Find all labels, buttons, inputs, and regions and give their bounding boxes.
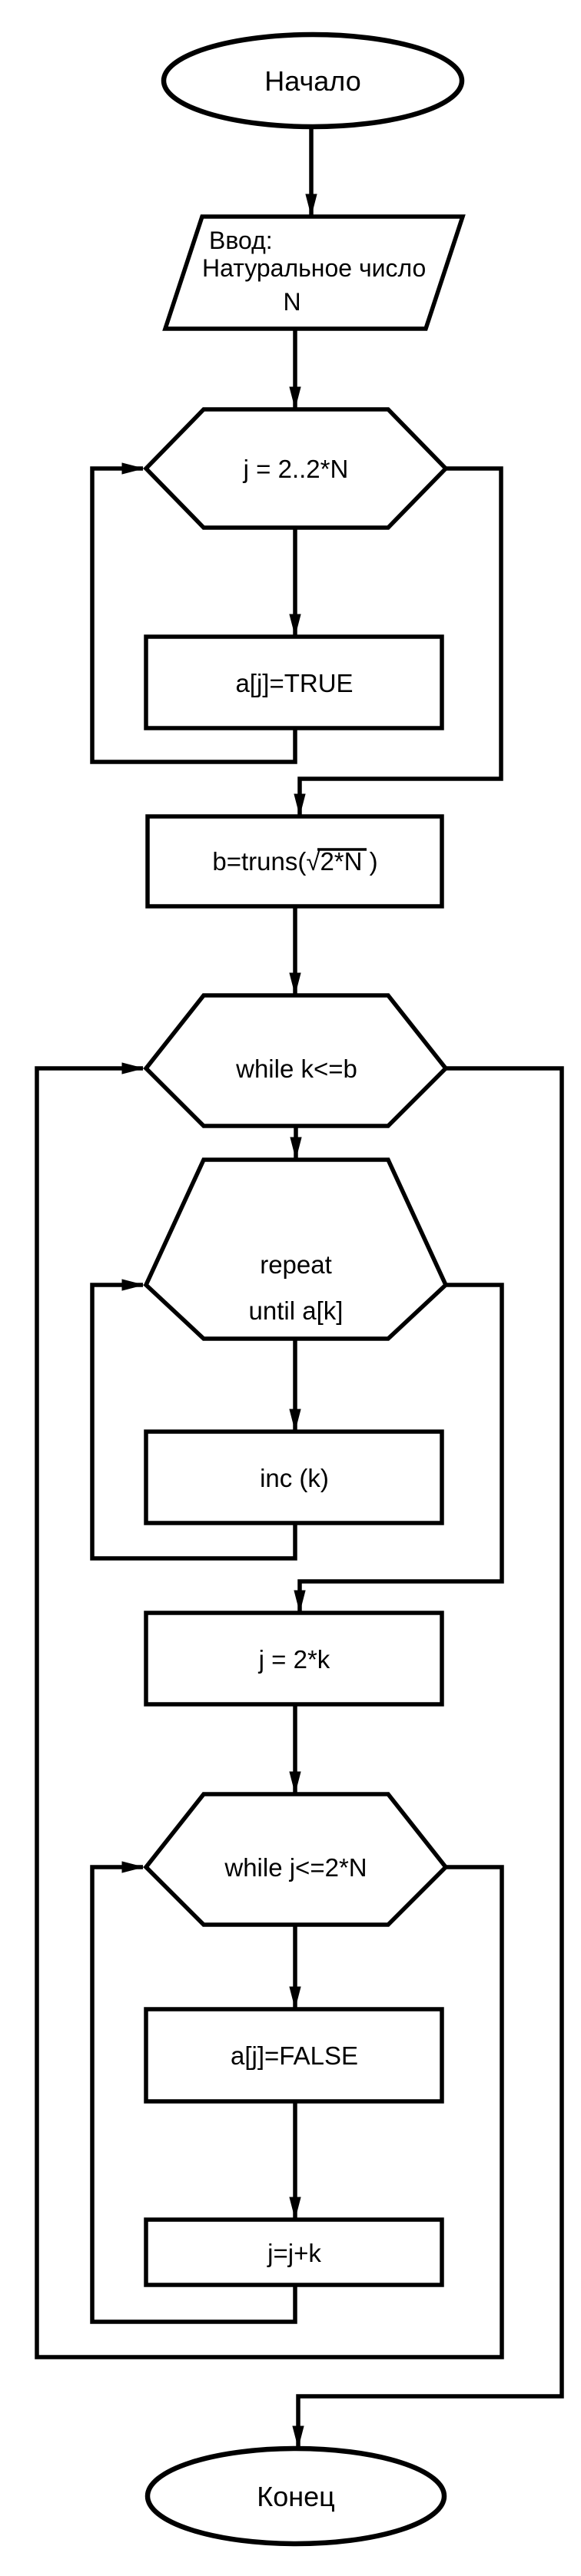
connector-while-k-to-repeat — [290, 1126, 302, 1160]
node-set-false: a[j]=FALSE — [144, 2007, 444, 2104]
connector-j-2k-to-while-j — [289, 1704, 301, 1794]
end-label: Конец — [257, 2481, 335, 2512]
connector-for-j-exit-to-calc-b — [294, 466, 503, 816]
input-n-label: Натуральное число — [202, 254, 426, 282]
input-n-io-parallelogram-shape — [162, 214, 466, 331]
node-while-k: while k<=b — [143, 993, 449, 1128]
connector-set-false-to-j-plus-k — [289, 2101, 301, 2220]
arrowhead-icon — [289, 1986, 301, 2009]
connector-calc-b-to-while-k — [289, 906, 301, 995]
for-j-loop-hexagon-shape — [143, 407, 449, 530]
connector-input-to-for-j — [289, 329, 301, 409]
arrowhead-icon — [289, 614, 301, 637]
calc-b-process-shape — [145, 814, 444, 909]
start-label: Начало — [264, 65, 360, 97]
connector-for-j-to-set-true — [289, 528, 301, 637]
while-j-loop-hexagon-shape — [143, 1792, 449, 1927]
start-terminator-shape — [161, 31, 465, 130]
set-false-process-shape — [144, 2007, 444, 2104]
connector-repeat-exit-to-j-2k — [294, 1283, 504, 1613]
node-calc-b: b=truns(√2*N ) — [145, 814, 444, 909]
end-terminator-shape — [144, 2445, 447, 2547]
arrowhead-icon — [289, 1409, 301, 1432]
node-start: Начало — [161, 31, 465, 130]
node-while-j: while j<=2*N — [143, 1792, 449, 1927]
node-j-2k: j = 2*k — [144, 1611, 444, 1707]
input-n-label: Ввод: — [209, 227, 273, 254]
arrowhead-icon — [289, 2197, 301, 2220]
calc-b-label: b=truns(√2*N ) — [212, 847, 377, 876]
connector-line — [90, 1283, 297, 1561]
arrowhead-icon — [294, 793, 306, 816]
arrowhead-icon — [305, 194, 317, 217]
arrowhead-icon — [121, 462, 144, 475]
node-j-plus-k: j=j+k — [144, 2217, 444, 2287]
while-k-loop-hexagon-shape — [143, 993, 449, 1128]
set-false-label: a[j]=FALSE — [231, 2041, 358, 2070]
connector-line — [297, 466, 503, 815]
arrowhead-icon — [289, 386, 301, 409]
repeat-until-loop-hexagon-shape — [143, 1157, 449, 1341]
node-inc-k: inc (k) — [144, 1429, 444, 1525]
connector-start-to-input — [305, 128, 317, 217]
connector-inc-k-loopback — [90, 1279, 297, 1561]
connector-line — [35, 1066, 504, 2359]
arrowhead-icon — [121, 1861, 144, 1873]
connector-set-true-loopback — [90, 462, 297, 764]
connector-line — [296, 1066, 564, 2447]
j-plus-k-label: j=j+k — [267, 2239, 321, 2267]
connector-line — [90, 1865, 297, 2324]
node-end: Конец — [144, 2445, 447, 2547]
j-2k-process-shape — [144, 1611, 444, 1707]
arrowhead-icon — [292, 2425, 304, 2449]
connector-line — [90, 466, 297, 764]
while-k-label: while k<=b — [235, 1055, 357, 1083]
for-j-label: j = 2..2*N — [243, 455, 349, 483]
arrowhead-icon — [289, 972, 301, 995]
arrowhead-icon — [290, 1137, 302, 1160]
node-set-true: a[j]=TRUE — [144, 634, 444, 730]
inc-k-label: inc (k) — [260, 1464, 329, 1492]
arrowhead-icon — [289, 1771, 301, 1794]
connector-while-k-exit-to-end — [292, 1066, 564, 2449]
connector-while-j-to-set-false — [289, 1925, 301, 2009]
connector-while-j-exit-loopback — [35, 1062, 504, 2359]
arrowhead-icon — [294, 1590, 306, 1613]
node-repeat-until: repeat until a[k] — [143, 1157, 449, 1341]
while-j-label: while j<=2*N — [224, 1853, 367, 1882]
arrowhead-icon — [121, 1279, 144, 1291]
input-n-label: N — [283, 288, 300, 316]
connector-repeat-to-inc-k — [289, 1339, 301, 1432]
set-true-label: a[j]=TRUE — [235, 669, 353, 697]
set-true-process-shape — [144, 634, 444, 730]
connector-j-plus-k-loopback — [90, 1861, 297, 2324]
node-for-j: j = 2..2*N — [143, 407, 449, 530]
j-2k-label: j = 2*k — [258, 1645, 330, 1674]
inc-k-process-shape — [144, 1429, 444, 1525]
arrowhead-icon — [121, 1062, 144, 1074]
repeat-until-label: repeat — [260, 1250, 332, 1279]
j-plus-k-process-shape — [144, 2217, 444, 2287]
repeat-until-label: until a[k] — [249, 1296, 344, 1325]
